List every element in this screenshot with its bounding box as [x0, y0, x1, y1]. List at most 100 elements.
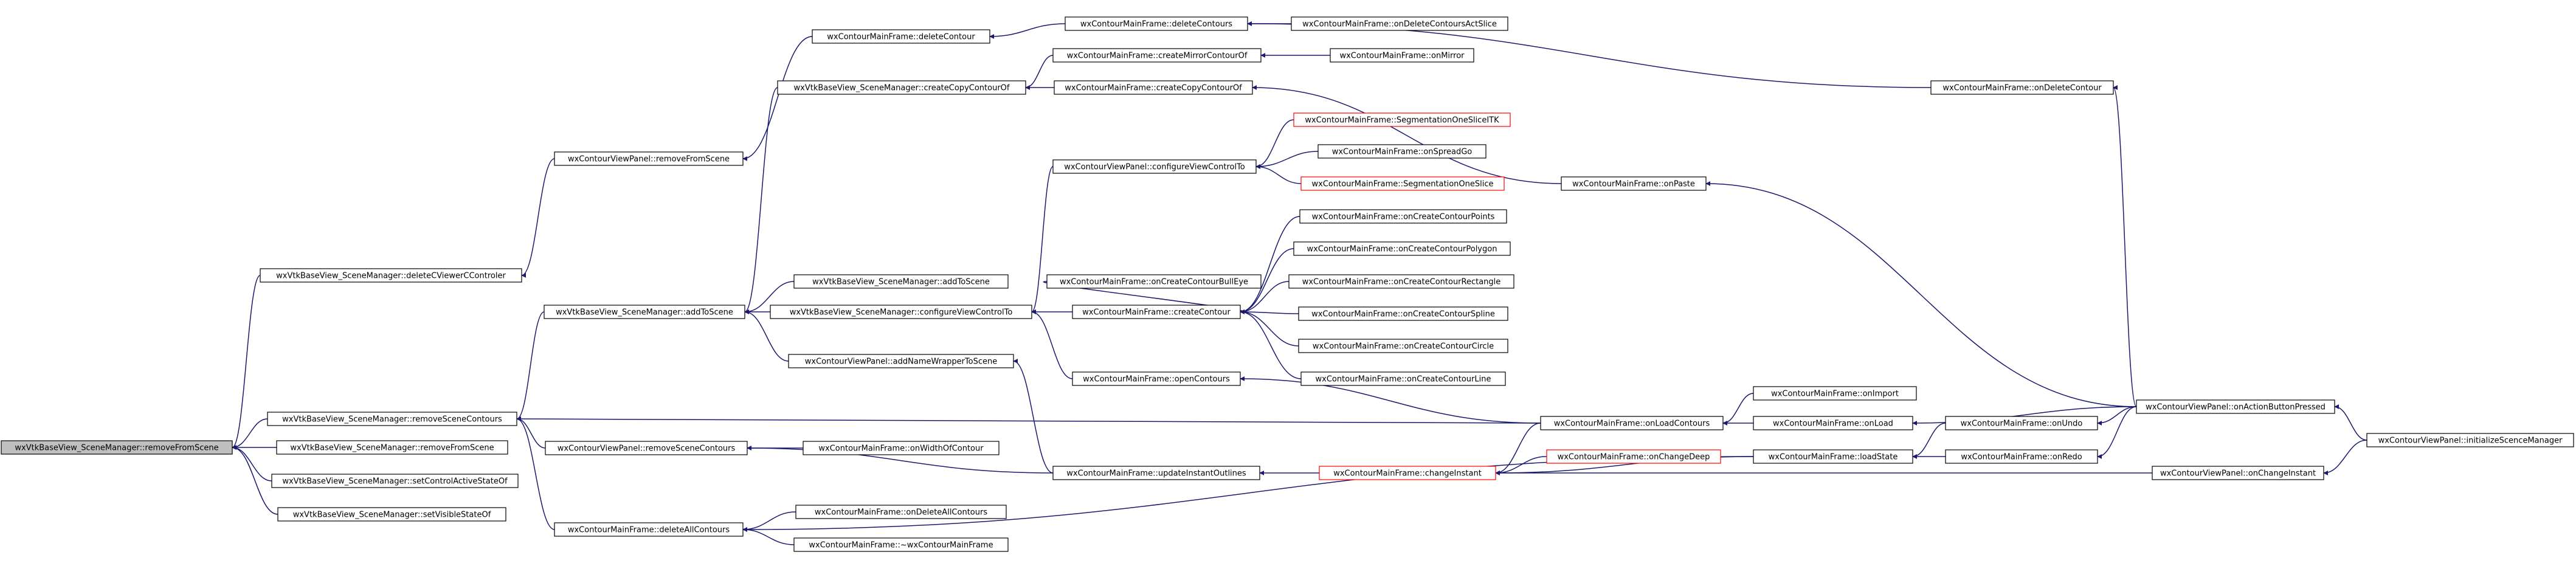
- function-node[interactable]: wxContourMainFrame::onCreateContourRecta…: [1288, 274, 1514, 289]
- function-node[interactable]: wxContourMainFrame::deleteContour: [812, 29, 990, 44]
- function-node[interactable]: wxContourMainFrame::SegmentationOneSlice…: [1293, 112, 1511, 127]
- function-node[interactable]: wxVtkBaseView_SceneManager::removeSceneC…: [267, 412, 517, 426]
- node-box: [1293, 241, 1511, 256]
- call-edge: [747, 446, 1054, 474]
- function-node[interactable]: wxContourMainFrame::onImport: [1753, 386, 1917, 401]
- function-node[interactable]: wxContourMainFrame::openContours: [1072, 371, 1241, 386]
- function-node[interactable]: wxContourMainFrame::onDeleteAllContours: [795, 505, 1007, 519]
- node-label: wxContourViewPanel::configureViewControl…: [1064, 163, 1245, 172]
- function-node[interactable]: wxContourMainFrame::onDeleteContoursActS…: [1291, 16, 1508, 31]
- node-box: [1298, 339, 1508, 353]
- node-box: [544, 305, 745, 319]
- node-box: [1300, 371, 1506, 386]
- call-edge: [1255, 119, 1294, 169]
- node-label: wxContourMainFrame::createContour: [1082, 308, 1231, 317]
- node-box: [1546, 449, 1721, 464]
- node-box: [1299, 209, 1507, 224]
- function-node[interactable]: wxVtkBaseView_SceneManager::configureVie…: [770, 305, 1032, 319]
- call-edge: [1255, 151, 1319, 169]
- focus-node[interactable]: wxVtkBaseView_SceneManager::removeFromSc…: [1, 440, 233, 455]
- function-node[interactable]: wxContourMainFrame::deleteAllContours: [554, 522, 744, 537]
- function-node[interactable]: wxContourMainFrame::deleteContours: [1065, 16, 1248, 31]
- function-node[interactable]: wxContourMainFrame::onCreateContourSplin…: [1298, 306, 1508, 321]
- function-node[interactable]: wxVtkBaseView_SceneManager::addToScene: [544, 305, 745, 319]
- function-node[interactable]: wxContourMainFrame::onMirror: [1330, 48, 1474, 63]
- function-node[interactable]: wxContourViewPanel::removeSceneContours: [545, 441, 748, 455]
- call-edge: [1495, 456, 1547, 475]
- call-edge: [742, 527, 795, 545]
- call-edge: [1240, 216, 1300, 314]
- function-node[interactable]: wxVtkBaseView_SceneManager::setVisibleSt…: [277, 507, 506, 522]
- function-node[interactable]: wxContourMainFrame::onSpreadGo: [1317, 144, 1487, 159]
- node-box: [1072, 371, 1241, 386]
- function-node[interactable]: wxContourMainFrame::SegmentationOneSlice: [1300, 176, 1505, 191]
- call-edge: [744, 281, 795, 314]
- node-label: wxContourMainFrame::onMirror: [1339, 52, 1465, 61]
- function-node[interactable]: wxContourMainFrame::~wxContourMainFrame: [793, 537, 1009, 552]
- function-node[interactable]: wxVtkBaseView_SceneManager::createCopyCo…: [777, 80, 1026, 95]
- node-box: [1065, 16, 1248, 31]
- function-node[interactable]: wxVtkBaseView_SceneManager::addToScene: [793, 274, 1009, 289]
- function-node[interactable]: wxContourMainFrame::changeInstant: [1319, 466, 1496, 480]
- function-node[interactable]: wxContourViewPanel::initializeScenceMana…: [2366, 433, 2574, 447]
- node-label: wxContourMainFrame::createCopyContourOf: [1065, 84, 1242, 93]
- function-node[interactable]: wxContourMainFrame::createCopyContourOf: [1054, 80, 1253, 95]
- node-label: wxContourMainFrame::onLoadContours: [1554, 419, 1710, 429]
- node-box: [1052, 159, 1257, 174]
- node-label: wxContourMainFrame::onSpreadGo: [1332, 148, 1473, 157]
- function-node[interactable]: wxContourMainFrame::onCreateContourCircl…: [1298, 339, 1508, 353]
- node-label: wxVtkBaseView_SceneManager::removeFromSc…: [15, 444, 218, 453]
- node-label: wxContourMainFrame::onPaste: [1572, 180, 1695, 189]
- function-node[interactable]: wxContourMainFrame::onRedo: [1945, 449, 2098, 464]
- call-edge: [1240, 376, 1541, 424]
- function-node[interactable]: wxContourViewPanel::onActionButtonPresse…: [2136, 399, 2335, 414]
- node-label: wxVtkBaseView_SceneManager::addToScene: [812, 278, 990, 287]
- node-box: [1046, 274, 1262, 289]
- function-node[interactable]: wxContourMainFrame::createContour: [1072, 305, 1241, 319]
- call-edge: [1722, 393, 1754, 426]
- node-label: wxContourMainFrame::loadState: [1769, 453, 1898, 462]
- function-node[interactable]: wxContourViewPanel::removeFromScene: [554, 151, 744, 166]
- node-box: [1052, 466, 1260, 480]
- function-node[interactable]: wxContourViewPanel::configureViewControl…: [1052, 159, 1257, 174]
- call-edge: [744, 309, 789, 362]
- node-box: [1330, 48, 1474, 63]
- call-edge: [2334, 404, 2367, 441]
- function-node[interactable]: wxContourMainFrame::onLoadContours: [1540, 416, 1724, 430]
- function-node[interactable]: wxContourMainFrame::onCreateContourBullE…: [1046, 274, 1262, 289]
- function-node[interactable]: wxContourMainFrame::onCreateContourPolyg…: [1293, 241, 1511, 256]
- function-node[interactable]: wxContourMainFrame::onLoad: [1753, 416, 1913, 430]
- function-node[interactable]: wxContourMainFrame::loadState: [1753, 449, 1913, 464]
- function-node[interactable]: wxContourMainFrame::onUndo: [1945, 416, 2098, 430]
- call-edge: [742, 511, 796, 532]
- node-label: wxContourMainFrame::onCreateContourLine: [1316, 375, 1491, 384]
- function-node[interactable]: wxContourMainFrame::onPaste: [1561, 176, 1707, 191]
- function-node[interactable]: wxContourMainFrame::onCreateContourLine: [1300, 371, 1506, 386]
- node-label: wxContourMainFrame::onCreateContourSplin…: [1311, 310, 1495, 319]
- node-label: wxContourMainFrame::onUndo: [1961, 419, 2083, 429]
- call-edge: [516, 416, 546, 449]
- function-node[interactable]: wxVtkBaseView_SceneManager::setControlAc…: [271, 474, 519, 488]
- node-box: [1, 440, 233, 455]
- function-node[interactable]: wxContourMainFrame::updateInstantOutline…: [1052, 466, 1260, 480]
- node-label: wxContourMainFrame::onChangeDeep: [1558, 453, 1710, 462]
- function-node[interactable]: wxVtkBaseView_SceneManager::removeFromSc…: [276, 440, 508, 455]
- function-node[interactable]: wxVtkBaseView_SceneManager::deleteCViewe…: [260, 268, 522, 283]
- node-label: wxContourMainFrame::onDeleteContoursActS…: [1302, 20, 1497, 29]
- node-box: [777, 80, 1026, 95]
- call-edge: [1912, 423, 1946, 459]
- function-node[interactable]: wxContourMainFrame::onDeleteContour: [1930, 80, 2114, 95]
- function-node[interactable]: wxContourViewPanel::addNameWrapperToScen…: [788, 354, 1014, 368]
- node-box: [1293, 112, 1511, 127]
- node-label: wxContourViewPanel::onActionButtonPresse…: [2146, 403, 2326, 412]
- function-node[interactable]: wxContourMainFrame::createMirrorContourO…: [1052, 48, 1262, 63]
- function-node[interactable]: wxContourMainFrame::onWidthOfContour: [803, 441, 1000, 455]
- call-edge: [232, 445, 272, 481]
- node-box: [1288, 274, 1514, 289]
- function-node[interactable]: wxContourMainFrame::onChangeDeep: [1546, 449, 1721, 464]
- function-node[interactable]: wxContourViewPanel::onChangeInstant: [2152, 466, 2324, 480]
- node-label: wxContourViewPanel::removeFromScene: [568, 155, 730, 164]
- node-box: [1317, 144, 1487, 159]
- node-box: [1072, 305, 1241, 319]
- function-node[interactable]: wxContourMainFrame::onCreateContourPoint…: [1299, 209, 1507, 224]
